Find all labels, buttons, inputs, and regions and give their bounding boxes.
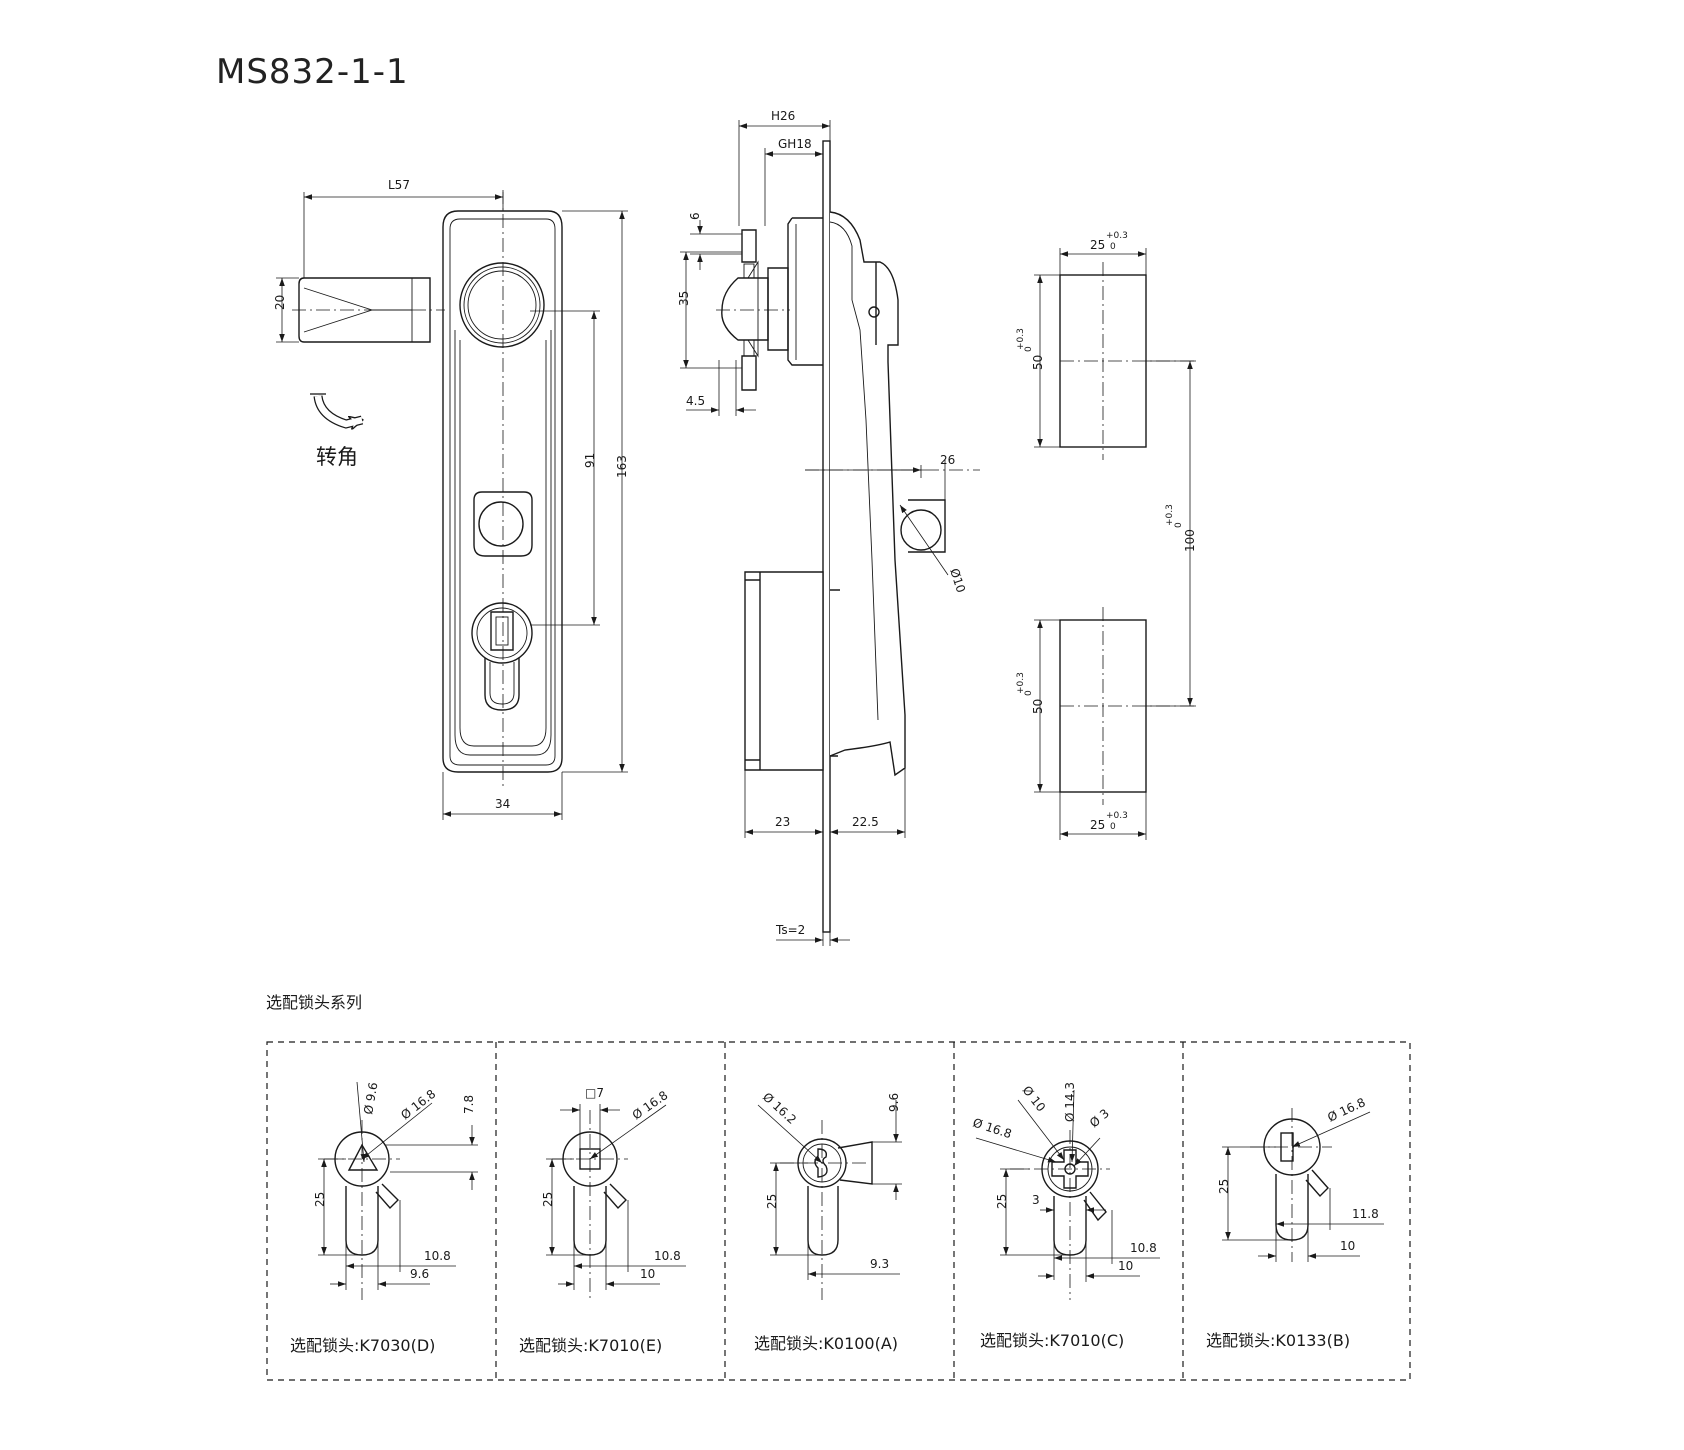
svg-text:+0.3: +0.3 <box>1016 328 1026 350</box>
rotation-arrow-icon <box>310 393 362 424</box>
svg-text:25: 25 <box>995 1194 1009 1209</box>
handle-body <box>442 210 563 773</box>
svg-text:Ø 3: Ø 3 <box>1087 1106 1112 1130</box>
cutout-width-bottom: 25 <box>1090 818 1105 832</box>
dim-gh18: GH18 <box>778 137 812 151</box>
dim-h26: H26 <box>771 109 795 123</box>
lock-option-k7030[interactable]: Ø 9.6 Ø 16.8 7.8 25 10.8 9.6 选配锁头:K7030(… <box>290 1081 478 1355</box>
svg-text:25: 25 <box>765 1194 779 1209</box>
svg-text:□7: □7 <box>585 1086 604 1100</box>
svg-text:10: 10 <box>640 1267 655 1281</box>
cutout-height-upper: 50 <box>1031 355 1045 370</box>
svg-text:25: 25 <box>541 1192 555 1207</box>
svg-text:0: 0 <box>1024 346 1034 352</box>
svg-text:10.8: 10.8 <box>654 1249 681 1263</box>
svg-text:10.8: 10.8 <box>424 1249 451 1263</box>
front-view: L57 20 91 163 34 转角 <box>273 178 629 820</box>
side-view: H26 GH18 6 35 4.5 26 Ø10 <box>677 109 980 946</box>
dim-20: 20 <box>273 295 287 310</box>
rotation-label: 转角 <box>316 445 358 469</box>
svg-text:10: 10 <box>1340 1239 1355 1253</box>
svg-text:10.8: 10.8 <box>1130 1241 1157 1255</box>
svg-text:+0.3: +0.3 <box>1165 504 1175 526</box>
lock-option-label: 选配锁头:K7010(C) <box>980 1331 1124 1350</box>
dim-163: 163 <box>615 455 629 478</box>
svg-text:+0.3: +0.3 <box>1106 811 1128 821</box>
svg-text:11.8: 11.8 <box>1352 1207 1379 1221</box>
cutout-width-top: 25 <box>1090 238 1105 252</box>
cutout-view: 25 +0.3 0 25 +0.3 0 50 +0.3 0 50 +0.3 0 … <box>1016 231 1197 840</box>
dim-26: 26 <box>940 453 955 467</box>
svg-text:+0.3: +0.3 <box>1016 672 1026 694</box>
svg-text:9.6: 9.6 <box>887 1093 901 1112</box>
svg-text:Ø 16.8: Ø 16.8 <box>398 1087 438 1123</box>
dim-35: 35 <box>677 291 691 306</box>
dim-23: 23 <box>775 815 790 829</box>
svg-text:Ø 9.6: Ø 9.6 <box>361 1081 380 1115</box>
svg-text:0: 0 <box>1174 522 1184 528</box>
svg-text:Ø 16.8: Ø 16.8 <box>971 1116 1013 1142</box>
lock-options-table <box>266 1041 1411 1381</box>
cutout-height-lower: 50 <box>1031 699 1045 714</box>
lock-option-label: 选配锁头:K7030(D) <box>290 1336 435 1355</box>
dim-22-5: 22.5 <box>852 815 879 829</box>
lock-option-k7010-e[interactable]: □7 Ø 16.8 25 10.8 10 选配锁头:K7010(E) <box>519 1086 686 1355</box>
lock-option-k0100[interactable]: Ø 16.2 9.6 25 9.3 选配锁头:K0100(A) <box>754 1090 902 1353</box>
front-dimensions: L57 20 91 163 34 <box>273 178 629 820</box>
svg-text:10: 10 <box>1118 1259 1133 1273</box>
dim-4-5: 4.5 <box>686 394 705 408</box>
series-label: 选配锁头系列 <box>266 993 362 1012</box>
svg-text:7.8: 7.8 <box>462 1095 476 1114</box>
dim-6: 6 <box>688 212 702 220</box>
lock-option-label: 选配锁头:K0100(A) <box>754 1334 898 1353</box>
svg-text:0: 0 <box>1110 822 1116 832</box>
svg-text:Ø 10: Ø 10 <box>1020 1083 1049 1114</box>
svg-text:3: 3 <box>1032 1193 1040 1207</box>
svg-text:Ø 16.8: Ø 16.8 <box>630 1088 671 1122</box>
svg-text:25: 25 <box>1217 1179 1231 1194</box>
lock-option-k7010-c[interactable]: Ø 10 Ø 14.3 Ø 16.8 Ø 3 3 25 10.8 10 选配锁头… <box>971 1082 1160 1350</box>
side-dimensions: H26 GH18 6 35 4.5 26 Ø10 <box>677 109 968 946</box>
drawing-title: MS832-1-1 <box>216 52 409 92</box>
svg-text:Ø 16.8: Ø 16.8 <box>1325 1095 1367 1125</box>
svg-text:Ø 16.2: Ø 16.2 <box>760 1090 799 1127</box>
dim-91: 91 <box>583 453 597 468</box>
mounting-plate <box>822 140 831 933</box>
svg-text:9.3: 9.3 <box>870 1257 889 1271</box>
lock-option-label: 选配锁头:K0133(B) <box>1206 1331 1350 1350</box>
svg-text:Ø 14.3: Ø 14.3 <box>1063 1082 1077 1122</box>
svg-text:25: 25 <box>313 1192 327 1207</box>
svg-text:0: 0 <box>1024 690 1034 696</box>
svg-text:+0.3: +0.3 <box>1106 231 1128 241</box>
lock-option-label: 选配锁头:K7010(E) <box>519 1336 662 1355</box>
dim-l57: L57 <box>388 178 410 192</box>
cutout-spacing: 100 <box>1183 529 1197 552</box>
lock-option-k0133[interactable]: Ø 16.8 25 11.8 10 选配锁头:K0133(B) <box>1206 1095 1384 1350</box>
dim-34: 34 <box>495 797 510 811</box>
dim-phi10: Ø10 <box>947 567 968 595</box>
dim-ts2: Ts=2 <box>775 923 805 937</box>
svg-text:9.6: 9.6 <box>410 1267 429 1281</box>
svg-text:0: 0 <box>1110 242 1116 252</box>
